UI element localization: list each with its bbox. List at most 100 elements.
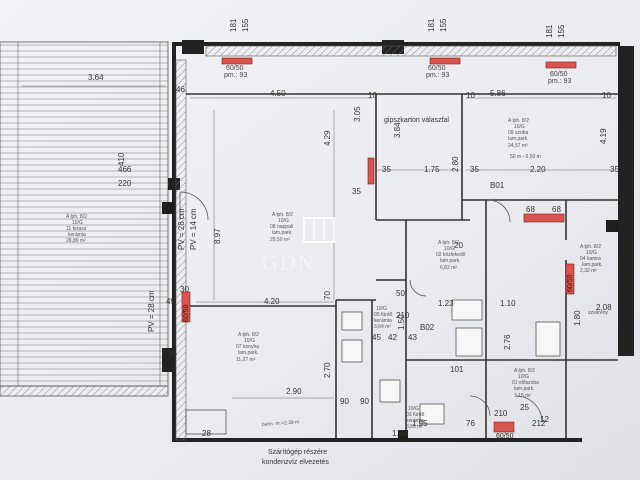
dim-46: 46: [176, 85, 185, 94]
dim-155-a: 155: [241, 18, 250, 32]
heater-label-3: 60/50: [496, 433, 514, 440]
pm-tag-2-top: 60/50: [428, 65, 446, 72]
svg-text:lam.park.: lam.park.: [440, 258, 461, 264]
svg-text:28,89 m²: 28,89 m²: [66, 238, 86, 244]
dim-bottom: 2.90: [286, 387, 302, 396]
svg-text:10/G: 10/G: [376, 306, 387, 312]
dim-20: 20: [454, 241, 463, 250]
dim-10-c: 10: [602, 91, 611, 100]
svg-text:24,57 m²: 24,57 m²: [508, 143, 528, 149]
structural-blocks: [162, 202, 618, 440]
pm-tags: 60/50 pm.: 93 60/50 pm.: 93 60/50 pm.: 9…: [224, 65, 571, 85]
dim-mid-v2: 3.84: [393, 122, 402, 138]
dim-row1-b: 2.80: [451, 156, 460, 172]
svg-text:kerámia: kerámia: [68, 232, 86, 238]
dim-25: 25: [520, 403, 529, 412]
svg-text:05 fürdő: 05 fürdő: [374, 312, 393, 318]
svg-text:10/G: 10/G: [514, 124, 525, 130]
dim-210-a: 210: [494, 409, 508, 418]
watermark-text: GDN: [262, 250, 316, 275]
svg-text:lam.park.: lam.park.: [508, 136, 529, 142]
svg-text:10/G: 10/G: [408, 406, 419, 412]
dim-42: 42: [388, 333, 397, 342]
note-dryer-line1: Szárítógép részére: [268, 449, 327, 456]
top-vertical-numbers: 181 155 181 155 181 155: [229, 18, 566, 38]
gdn-watermark: GDN: [262, 217, 335, 275]
dim-49: 49: [166, 297, 175, 306]
pm-tag-3-bottom: pm.: 93: [548, 78, 571, 85]
dim-101: 101: [450, 365, 464, 374]
door-label-b02: B02: [420, 323, 435, 332]
door-swings: [179, 191, 543, 423]
dim-155-c: 155: [557, 24, 566, 38]
note-cabinet: szekrény: [588, 310, 609, 316]
dim-210-b: 210: [396, 311, 410, 320]
dimension-lines: [22, 85, 616, 399]
svg-text:A lph. 8/2: A lph. 8/2: [66, 214, 87, 220]
dim-180: 1.80: [573, 310, 582, 326]
dim-top-mid: 4.50: [270, 89, 286, 98]
svg-text:11,27 m²: 11,27 m²: [236, 357, 256, 363]
svg-text:09 szoba: 09 szoba: [508, 130, 529, 136]
svg-text:03 fürdő: 03 fürdő: [406, 412, 425, 418]
dimension-labels: 3.64 4.50 5.86 46 10 10 10 4.29 3.84 3.0…: [88, 73, 619, 438]
dim-212: 212: [532, 419, 546, 428]
svg-text:A lph. 8/2: A lph. 8/2: [272, 212, 293, 218]
pm-tag-1-bottom: pm.: 93: [224, 72, 247, 79]
dim-43: 43: [408, 333, 417, 342]
svg-text:01 előszoba: 01 előszoba: [512, 380, 539, 386]
svg-text:29,50 m²: 29,50 m²: [270, 237, 290, 243]
dim-28: 28: [202, 429, 211, 438]
dim-76: 76: [466, 419, 475, 428]
dim-row1-a: 1.75: [424, 165, 440, 174]
note-partition: gipszkarton válaszfal: [384, 117, 449, 124]
left-wall-hatch: [175, 59, 187, 441]
dim-35-b: 35: [352, 187, 361, 196]
svg-text:A lph. 8/2: A lph. 8/2: [238, 332, 259, 338]
dim-410: 410: [117, 152, 126, 166]
svg-text:10/G: 10/G: [72, 220, 83, 226]
dim-left-v: 8.97: [213, 228, 222, 244]
dim-12: 12: [540, 415, 549, 424]
svg-text:lam.park.: lam.park.: [238, 350, 259, 356]
dim-195: 1.95: [412, 419, 428, 428]
room-terrace-label: A lph. 8/2 10/G 11 terasz kerámia 28,89 …: [66, 214, 87, 244]
dim-lower-left: 4.20: [264, 297, 280, 306]
svg-text:07 konyha: 07 konyha: [236, 344, 259, 350]
dim-right-a: 4.19: [599, 128, 608, 144]
dim-top-right: 5.86: [490, 89, 506, 98]
room-bath-label: 10/G 03 fürdő kerámia 3,65 m²: [406, 406, 425, 430]
dim-220: 220: [118, 179, 132, 188]
note-pv-28-a: PV = 28 cm: [177, 208, 186, 250]
dim-35-a: 35: [610, 165, 619, 174]
fixtures: [185, 299, 561, 435]
svg-text:3,65 m²: 3,65 m²: [406, 424, 423, 430]
dim-276: 2.76: [503, 334, 512, 350]
svg-text:kerámia: kerámia: [374, 318, 392, 324]
dim-110: 1.10: [500, 299, 516, 308]
room-storage-label: A lph. 8/2 10/G 04 kamra lam.park. 2,32 …: [580, 244, 603, 274]
dim-90-a: 90: [360, 397, 369, 406]
note-dryer-line2: kondenzvíz elvezetés: [262, 459, 329, 466]
dim-155-b: 155: [439, 18, 448, 32]
dim-466: 466: [118, 165, 132, 174]
dim-68-b: 68: [552, 205, 561, 214]
svg-text:3,15 m²: 3,15 m²: [514, 393, 531, 399]
dim-181-c: 181: [545, 24, 554, 38]
dim-mid-v3: 3.05: [353, 106, 362, 122]
pm-tag-2-bottom: pm.: 93: [426, 72, 449, 79]
svg-text:lam.park.: lam.park.: [272, 230, 293, 236]
room-wc-label: 10/G 05 fürdő kerámia 3,64 m²: [374, 306, 393, 330]
dim-70: 70: [323, 291, 332, 300]
svg-text:A lph. 8/2: A lph. 8/2: [514, 368, 535, 374]
svg-text:10/G: 10/G: [244, 338, 255, 344]
heater-label-2: 60/50: [567, 274, 574, 292]
dim-68-a: 68: [526, 205, 535, 214]
svg-text:04 kamra: 04 kamra: [580, 256, 601, 262]
svg-text:3,64 m²: 3,64 m²: [374, 324, 391, 330]
dim-35-c: 35: [168, 349, 177, 358]
dim-120: 1.20: [392, 429, 408, 438]
dim-10-b: 10: [466, 91, 475, 100]
heater-label-1: 60/50: [183, 304, 190, 322]
dim-181-b: 181: [427, 18, 436, 32]
